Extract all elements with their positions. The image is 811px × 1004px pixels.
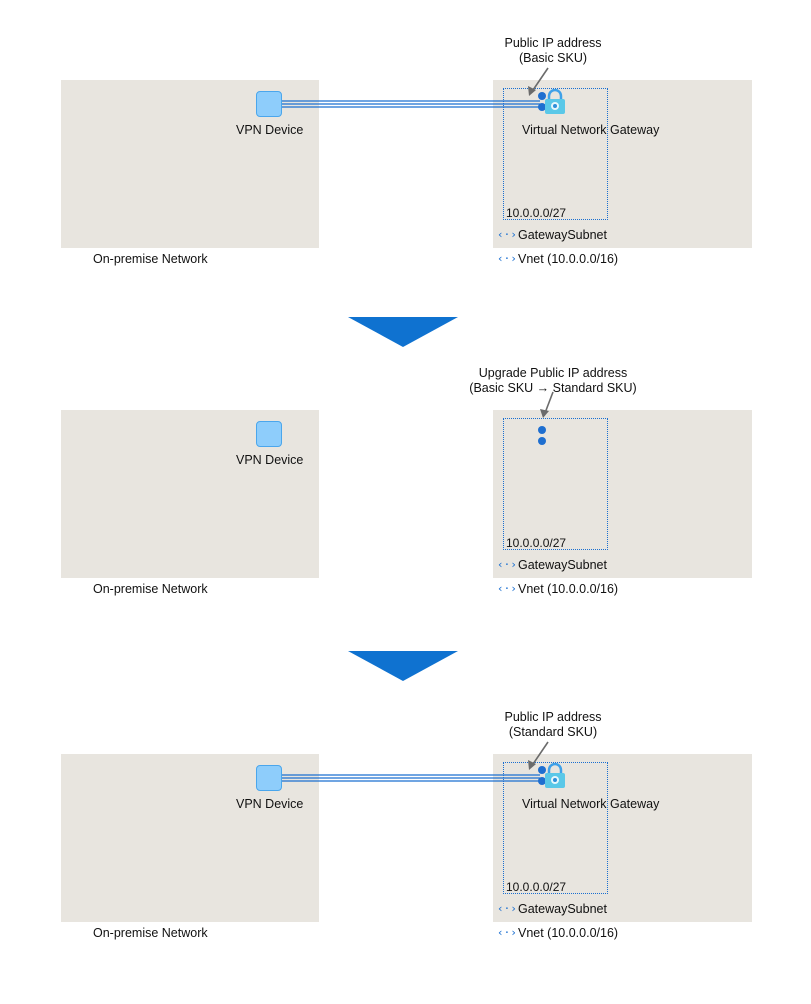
- callout-line-2: (Basic SKU → Standard SKU): [469, 381, 637, 395]
- vnet-icon: ‹·›: [497, 252, 517, 265]
- subnet-cidr-label: 10.0.0.0/27: [506, 206, 567, 220]
- connection-lines: [282, 741, 549, 782]
- gateway-subnet-boundary: [503, 88, 608, 220]
- azure-vnet-panel: [493, 410, 752, 578]
- on-premise-network-label: On-premise Network: [93, 252, 208, 266]
- gateway-subnet-boundary: [503, 418, 608, 550]
- connection-lines: [282, 67, 549, 108]
- callout-line-2: (Basic SKU): [518, 51, 588, 65]
- vpn-device-label: VPN Device: [236, 123, 304, 137]
- subnet-icon: ‹·›: [497, 902, 517, 915]
- gateway-subnet-boundary: [503, 762, 608, 894]
- public-ip-icon: [538, 426, 546, 446]
- stage-1: VPN Device Virtual Network Gateway 10.0.…: [0, 0, 811, 330]
- callout-line-1: Public IP address: [504, 710, 602, 724]
- public-ip-icon: [538, 92, 546, 112]
- callout-pointer: [540, 391, 554, 418]
- subnet-icon: ‹·›: [497, 228, 517, 241]
- stage-2: VPN Device 10.0.0.0/27 ‹·› GatewaySubnet…: [0, 330, 811, 660]
- public-ip-callout: Upgrade Public IP address (Basic SKU → S…: [469, 366, 636, 396]
- vpn-device-icon: [256, 421, 282, 447]
- vpn-device-label: VPN Device: [236, 797, 304, 811]
- virtual-network-gateway-icon: [545, 763, 565, 788]
- virtual-network-gateway-icon: [545, 89, 565, 114]
- on-premise-network-label: On-premise Network: [93, 926, 208, 940]
- gateway-label: Virtual Network Gateway: [522, 797, 660, 811]
- public-ip-callout: Public IP address (Standard SKU): [504, 710, 601, 740]
- vpn-device-icon: [256, 91, 282, 117]
- callout-line-2: (Standard SKU): [508, 725, 598, 739]
- gateway-label: Virtual Network Gateway: [522, 123, 660, 137]
- vpn-device-icon: [256, 765, 282, 791]
- gateway-subnet-label: GatewaySubnet: [518, 558, 607, 572]
- subnet-cidr-label: 10.0.0.0/27: [506, 536, 567, 550]
- azure-vnet-panel: [493, 754, 752, 922]
- vnet-label: Vnet (10.0.0.0/16): [518, 582, 619, 596]
- vnet-label: Vnet (10.0.0.0/16): [518, 926, 619, 940]
- gateway-subnet-label: GatewaySubnet: [518, 228, 607, 242]
- callout-line-1: Upgrade Public IP address: [478, 366, 628, 380]
- on-premise-network-label: On-premise Network: [93, 582, 208, 596]
- subnet-cidr-label: 10.0.0.0/27: [506, 880, 567, 894]
- vnet-icon: ‹·›: [497, 582, 517, 595]
- public-ip-callout: Public IP address (Basic SKU): [504, 36, 601, 66]
- subnet-icon: ‹·›: [497, 558, 517, 571]
- gateway-subnet-label: GatewaySubnet: [518, 902, 607, 916]
- azure-vnet-panel: [493, 80, 752, 248]
- down-arrow-icon: [348, 651, 458, 681]
- callout-line-1: Public IP address: [504, 36, 602, 50]
- vnet-label: Vnet (10.0.0.0/16): [518, 252, 619, 266]
- down-arrow-icon: [348, 317, 458, 347]
- stage-3: VPN Device Virtual Network Gateway 10.0.…: [0, 674, 811, 1004]
- public-ip-icon: [538, 766, 546, 786]
- vnet-icon: ‹·›: [497, 926, 517, 939]
- vpn-device-label: VPN Device: [236, 453, 304, 467]
